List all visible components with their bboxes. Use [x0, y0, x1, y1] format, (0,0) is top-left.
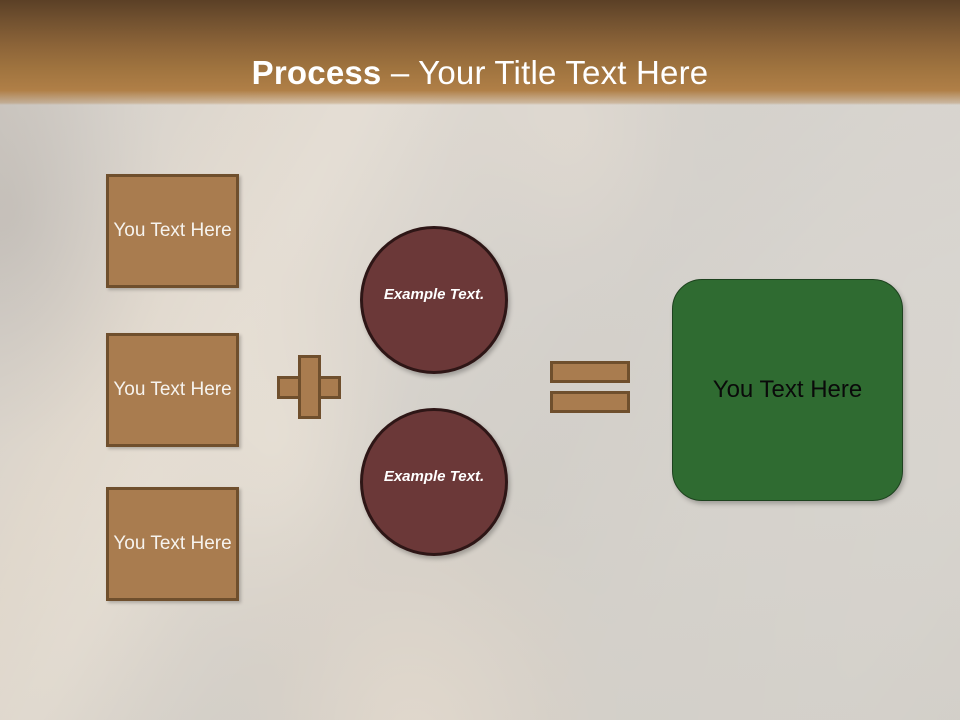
- result-box-label: You Text Here: [712, 376, 863, 403]
- input-box-1-label: You Text Here: [113, 220, 232, 241]
- page-title-emphasis: Process: [251, 54, 382, 91]
- input-box-3[interactable]: You Text Here: [106, 487, 239, 601]
- example-circle-2-label: Example Text.: [383, 467, 485, 485]
- header-bar: [0, 0, 960, 105]
- page-title-rest: – Your Title Text Here: [381, 54, 709, 91]
- result-box[interactable]: You Text Here: [672, 279, 903, 501]
- equals-icon-bottom-bar: [550, 391, 630, 413]
- equals-icon: [550, 361, 630, 413]
- example-circle-2[interactable]: Example Text.: [360, 408, 508, 556]
- page-title: Process – Your Title Text Here: [0, 54, 960, 92]
- input-box-3-label: You Text Here: [113, 533, 232, 554]
- equals-icon-top-bar: [550, 361, 630, 383]
- example-circle-1[interactable]: Example Text.: [360, 226, 508, 374]
- plus-icon: [277, 355, 341, 419]
- input-box-2[interactable]: You Text Here: [106, 333, 239, 447]
- input-box-1[interactable]: You Text Here: [106, 174, 239, 288]
- input-box-2-label: You Text Here: [113, 379, 232, 400]
- plus-icon-center-fill: [301, 379, 318, 396]
- example-circle-1-label: Example Text.: [383, 285, 485, 303]
